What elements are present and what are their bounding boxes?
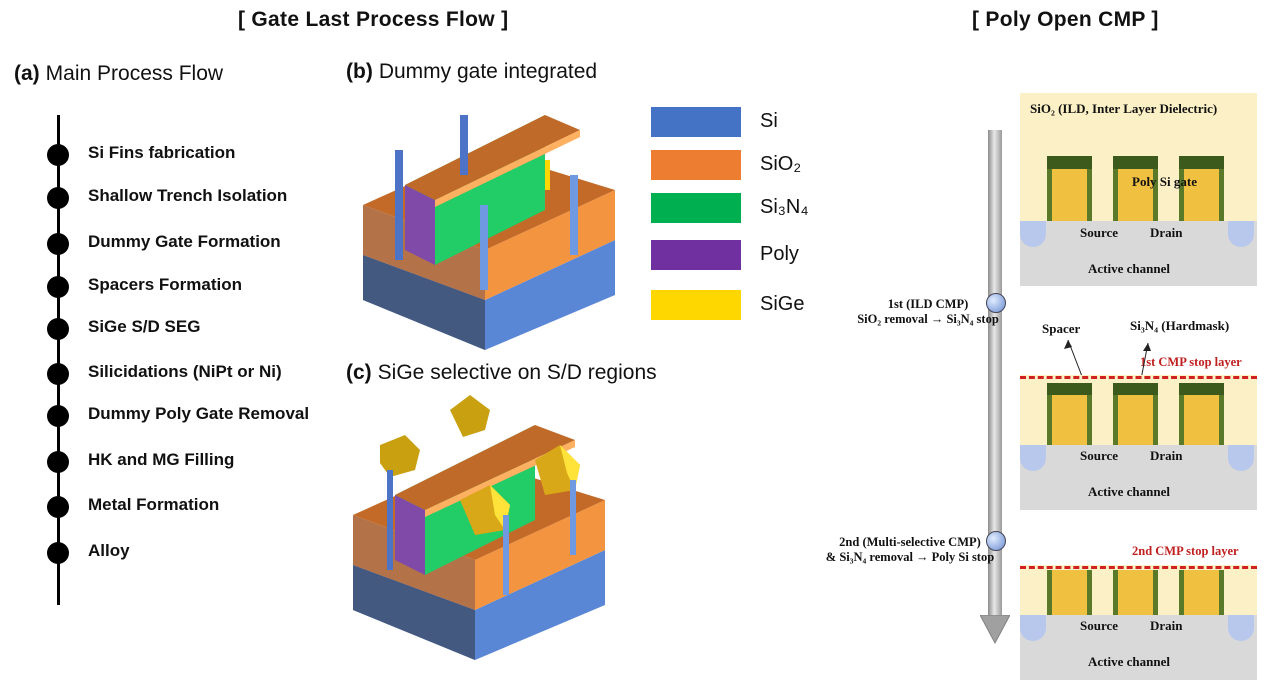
panel-b-letter: (b) — [346, 60, 373, 83]
legend-swatch — [651, 290, 741, 320]
fin-sige-tip — [545, 160, 550, 190]
panel-a-text: Main Process Flow — [45, 62, 224, 85]
drain-label-1: Drain — [1150, 225, 1183, 240]
source-label-3: Source — [1080, 618, 1119, 633]
legend-swatch — [651, 193, 741, 223]
drain-label-3: Drain — [1150, 618, 1183, 633]
process-arrow-shaft — [988, 130, 1002, 620]
process-step-dot — [47, 276, 69, 298]
sio2-front-face — [485, 190, 615, 300]
si-substrate-left — [363, 255, 485, 350]
poly-gate-c — [395, 495, 425, 575]
fin-2 — [460, 115, 468, 175]
process-flow-line — [57, 115, 60, 605]
process-step-dot — [47, 144, 69, 166]
process-step-dot — [47, 318, 69, 340]
stop2-label: 2nd CMP stop layer — [1132, 544, 1239, 558]
step2-line1: 2nd (Multi-selective CMP) — [839, 535, 981, 549]
cmp-stage-initial: SiO₂ (ILD, Inter Layer Dielectric) Poly … — [1020, 93, 1257, 286]
fin-c-3 — [387, 470, 393, 570]
process-step-label: Dummy Gate Formation — [88, 232, 281, 251]
hardmask-label: Si₃N₄ (Hardmask) — [1130, 318, 1230, 333]
legend-swatch — [651, 240, 741, 270]
sige-block-2 — [450, 395, 490, 437]
process-step-label: SiGe S/D SEG — [88, 317, 201, 336]
right-title: [ Poly Open CMP ] — [972, 8, 1159, 31]
left-title: [ Gate Last Process Flow ] — [238, 8, 509, 31]
source-label-2: Source — [1080, 448, 1119, 463]
stop1-label: 1st CMP stop layer — [1140, 355, 1242, 369]
gate-top-oxide-c — [395, 425, 575, 510]
si-substrate-left-c — [353, 565, 475, 660]
step1-marker — [986, 293, 1006, 313]
panel-b-label: (b)Dummy gate integrated — [346, 60, 597, 84]
ild-label: SiO₂ (ILD, Inter Layer Dielectric) — [1030, 101, 1218, 116]
process-step-dot — [47, 542, 69, 564]
dummy-gate-3d-diagram — [363, 115, 615, 350]
step1-line2: SiO₂ removal → Si₃N₄ stop — [857, 312, 999, 326]
process-step-label: Si Fins fabrication — [88, 143, 236, 162]
fin-1 — [395, 150, 403, 260]
legend-swatch — [651, 150, 741, 180]
step2-line2: & Si₃N₄ removal → Poly Si stop — [825, 550, 995, 564]
legend-label: SiGe — [760, 293, 805, 315]
active-channel-2: Active channel — [1088, 484, 1170, 499]
process-step-dot — [47, 405, 69, 427]
process-arrow-head — [980, 615, 1010, 645]
step2-note: 2nd (Multi-selective CMP) & Si₃N₄ remova… — [800, 535, 1020, 565]
poly-gate-label: Poly Si gate — [1132, 174, 1197, 189]
panel-a-letter: (a) — [14, 62, 40, 85]
process-step-dot — [47, 187, 69, 209]
sige-block-1 — [380, 435, 420, 477]
active-channel-1: Active channel — [1088, 261, 1170, 276]
process-step-label: Metal Formation — [88, 495, 220, 514]
legend-swatch — [651, 107, 741, 137]
process-step-label: Alloy — [88, 541, 130, 560]
spacer-label: Spacer — [1042, 321, 1081, 336]
sige-sd-3d-diagram — [353, 395, 605, 660]
fin-c-2 — [570, 480, 576, 555]
gate-top-oxide — [405, 115, 580, 200]
panel-c-letter: (c) — [346, 361, 372, 384]
process-step-dot — [47, 233, 69, 255]
legend-label: Si₃N₄ — [760, 196, 809, 218]
panel-a-label: (a)Main Process Flow — [14, 62, 223, 86]
sige-highlight-2 — [560, 445, 580, 490]
process-step-dot — [47, 451, 69, 473]
process-step-label: Shallow Trench Isolation — [88, 186, 288, 205]
process-step-label: Silicidations (NiPt or Ni) — [88, 362, 282, 381]
poly-gate — [405, 185, 435, 265]
gate-top-edge — [435, 130, 580, 207]
source-label-1: Source — [1080, 225, 1119, 240]
cmp-stage-second: Source Drain Active channel — [1020, 565, 1257, 680]
legend-label: Poly — [760, 243, 799, 265]
cmp-stage-first: Source Drain Active channel — [1020, 375, 1257, 510]
panel-b-text: Dummy gate integrated — [378, 60, 598, 83]
fin-4 — [570, 175, 578, 255]
fin-3 — [480, 205, 488, 290]
step2-marker — [986, 531, 1006, 551]
legend-label: Si — [760, 110, 778, 132]
active-channel-3: Active channel — [1088, 654, 1170, 669]
process-step-label: HK and MG Filling — [88, 450, 235, 469]
step1-note: 1st (ILD CMP) SiO₂ removal → Si₃N₄ stop — [838, 297, 1018, 327]
panel-c-text: SiGe selective on S/D regions — [377, 361, 657, 384]
process-step-dot — [47, 363, 69, 385]
legend-label: SiO₂ — [760, 153, 802, 175]
process-step-dot — [47, 496, 69, 518]
step1-line1: 1st (ILD CMP) — [887, 297, 969, 311]
process-step-label: Dummy Poly Gate Removal — [88, 404, 310, 423]
drain-label-2: Drain — [1150, 448, 1183, 463]
panel-c-label: (c)SiGe selective on S/D regions — [346, 361, 657, 385]
process-step-label: Spacers Formation — [88, 275, 242, 294]
fin-c-1 — [503, 515, 509, 595]
